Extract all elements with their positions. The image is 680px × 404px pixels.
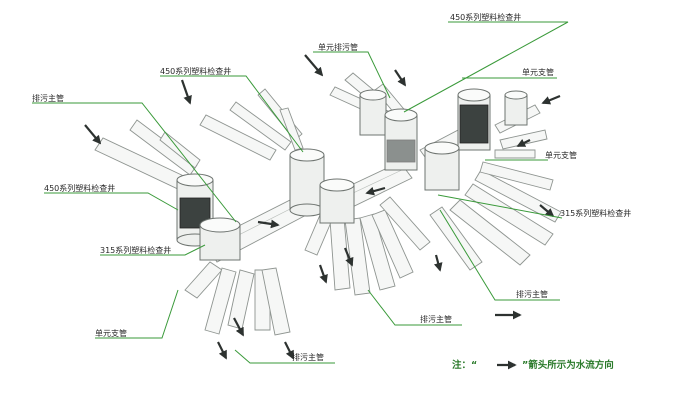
flow-arrows [84, 54, 561, 360]
flow-arrow [394, 69, 406, 87]
branch-r-5 [429, 206, 483, 271]
flow-arrow [284, 341, 294, 360]
labels: 排污主管 450系列塑料检查井 单元排污管 450系列塑料检查井 单元支管 单元… [32, 12, 631, 362]
leader-sewer-main-bottom [234, 349, 335, 364]
leader-inspection-450-left-top [160, 75, 304, 153]
branch-tc-4 [279, 107, 304, 151]
leader-inspection-450-top-right [403, 21, 569, 113]
branch-ru-3 [494, 149, 536, 159]
label-sewer-main-right: 排污主管 [516, 289, 548, 299]
flow-arrow [318, 264, 328, 284]
leader-sewer-main-tl [32, 102, 237, 223]
label-inspection-315-left: 315系列塑料检查井 [100, 245, 171, 255]
flow-arrow [84, 124, 102, 145]
branch-tl-3 [159, 131, 201, 169]
label-inspection-315-right: 315系列塑料检查井 [560, 208, 631, 218]
leader-inspection-315-right [437, 194, 563, 219]
label-unit-branch-right-top: 单元支管 [522, 67, 554, 77]
label-inspection-450-top-left: 450系列塑料检查井 [160, 66, 231, 76]
flow-arrow [539, 204, 555, 218]
leader-unit-branch-bottom-left [95, 289, 179, 339]
flow-arrow [217, 341, 227, 360]
flow-arrow [180, 79, 192, 105]
label-unit-branch-bottom-left: 单元支管 [95, 328, 127, 338]
branch-ru-2 [499, 129, 548, 150]
branch-bl-2 [204, 267, 237, 335]
branch-r-2 [464, 183, 554, 246]
branch-r-1 [449, 199, 531, 266]
branch-bl-5 [261, 267, 291, 336]
label-inspection-450-top-right: 450系列塑料检查井 [450, 12, 521, 22]
inspection-well-center [289, 154, 325, 211]
label-unit-branch-right-mid: 单元支管 [545, 150, 577, 160]
legend-note: 注：“ ”箭头所示为水流方向 [452, 359, 614, 371]
flow-arrow [233, 317, 244, 337]
branch-tc-1 [199, 114, 277, 161]
legend-note-suffix: ”箭头所示为水流方向 [522, 359, 614, 371]
branch-r-4 [479, 161, 554, 191]
flow-arrow [541, 94, 561, 105]
flow-arrow [365, 186, 386, 196]
flow-arrow [516, 138, 531, 147]
leader-inspection-315-left [100, 244, 206, 256]
leader-lines [32, 21, 569, 364]
flow-arrow [257, 219, 280, 229]
label-sewer-main-tl: 排污主管 [32, 93, 64, 103]
label-inspection-450-left: 450系列塑料检查井 [44, 183, 115, 193]
branch-c-6 [379, 196, 431, 251]
leader-unit-drain-top [313, 51, 391, 99]
inspection-wells [176, 88, 528, 261]
flow-arrow [343, 247, 354, 267]
flow-arrow [304, 54, 324, 77]
label-sewer-main-center: 排污主管 [420, 314, 452, 324]
legend-note-prefix: 注：“ [452, 359, 477, 371]
pipe-network [94, 72, 562, 336]
leader-sewer-main-right [439, 209, 560, 301]
branch-r-3 [474, 169, 562, 223]
leader-sewer-main-center [367, 289, 462, 326]
branch-tc-2 [229, 101, 292, 151]
flow-arrow [433, 254, 443, 272]
label-unit-drain-top: 单元排污管 [318, 42, 358, 52]
leader-inspection-450-left [44, 192, 179, 211]
inspection-well-top-small [359, 94, 387, 136]
label-sewer-main-bottom: 排污主管 [292, 352, 324, 362]
